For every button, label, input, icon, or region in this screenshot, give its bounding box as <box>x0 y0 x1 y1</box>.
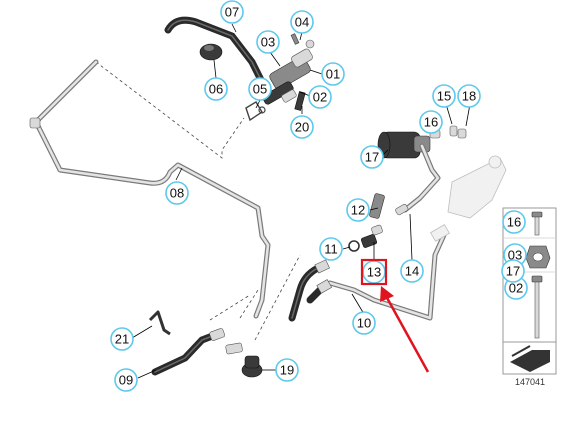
callout-06-label: 06 <box>209 82 223 97</box>
callout-10-label: 10 <box>357 316 371 331</box>
master-cylinder <box>262 33 315 105</box>
callout-07[interactable]: 07 <box>220 0 244 24</box>
legend-callout-02-label: 02 <box>509 281 523 296</box>
callout-02-label: 02 <box>313 90 327 105</box>
hose-09 <box>151 328 243 376</box>
callout-14[interactable]: 14 <box>400 259 424 283</box>
reservoir-hose-07 <box>164 16 266 86</box>
callout-13[interactable]: 13 <box>362 260 386 284</box>
callout-13-label: 13 <box>367 265 381 280</box>
callout-03[interactable]: 03 <box>256 30 280 54</box>
callout-15-label: 15 <box>437 89 451 104</box>
legend-callout-16-label: 16 <box>507 215 521 230</box>
legend-callout-17[interactable]: 17 <box>501 259 525 283</box>
bracket-20 <box>294 91 306 111</box>
callout-15[interactable]: 15 <box>432 84 456 108</box>
callout-18[interactable]: 18 <box>457 84 481 108</box>
callout-08[interactable]: 08 <box>165 181 189 205</box>
callout-09-label: 09 <box>119 373 133 388</box>
callout-17[interactable]: 17 <box>360 145 384 169</box>
callout-05-label: 05 <box>253 82 267 97</box>
callout-16[interactable]: 16 <box>419 110 443 134</box>
callout-20-label: 20 <box>295 120 309 135</box>
callout-12[interactable]: 12 <box>346 198 370 222</box>
callout-01-label: 01 <box>326 67 340 82</box>
pipe-end-fitting <box>29 117 41 129</box>
callout-07-label: 07 <box>225 5 239 20</box>
clip-05 <box>245 101 266 122</box>
callout-14-label: 14 <box>405 264 419 279</box>
callout-20[interactable]: 20 <box>290 115 314 139</box>
transmission-ghost <box>430 155 507 242</box>
callout-19-label: 19 <box>280 363 294 378</box>
legend-callout-02[interactable]: 02 <box>504 276 528 300</box>
callout-01[interactable]: 01 <box>321 62 345 86</box>
assembly-dash-lines <box>95 61 301 341</box>
callouts: 07 04 03 01 06 05 02 20 15 18 16 17 08 1… <box>110 0 481 392</box>
clip-21 <box>148 310 171 336</box>
image-number: 147041 <box>515 377 545 387</box>
callout-10[interactable]: 10 <box>352 311 376 335</box>
callout-11-label: 11 <box>324 242 338 257</box>
flexible-hose <box>288 259 333 322</box>
reservoir-cap-06 <box>199 43 223 61</box>
legend-callout-03-label: 03 <box>508 248 522 263</box>
callout-09[interactable]: 09 <box>114 368 138 392</box>
callout-04-label: 04 <box>295 15 309 30</box>
callout-08-label: 08 <box>170 186 184 201</box>
callout-21[interactable]: 21 <box>110 327 134 351</box>
callout-17-label: 17 <box>365 150 379 165</box>
fittings-cluster <box>348 193 409 252</box>
callout-12-label: 12 <box>351 203 365 218</box>
callout-18-label: 18 <box>462 89 476 104</box>
highlight-box <box>360 258 388 286</box>
highlight-marker <box>360 258 430 373</box>
callout-05[interactable]: 05 <box>248 77 272 101</box>
callout-21-label: 21 <box>115 332 129 347</box>
callout-11[interactable]: 11 <box>319 237 343 261</box>
callout-03-label: 03 <box>261 35 275 50</box>
highlight-arrow <box>384 295 430 373</box>
callout-16-label: 16 <box>424 115 438 130</box>
callout-19[interactable]: 19 <box>275 358 299 382</box>
highlight-arrowhead <box>380 286 394 302</box>
clutch-pipe-10 <box>327 232 447 321</box>
callout-04[interactable]: 04 <box>290 10 314 34</box>
callout-06[interactable]: 06 <box>204 77 228 101</box>
legend-callout-17-label: 17 <box>506 264 520 279</box>
legend-callout-16[interactable]: 16 <box>502 210 526 234</box>
clutch-pipe-08 <box>29 59 271 319</box>
callout-02[interactable]: 02 <box>308 85 332 109</box>
grommet-19 <box>241 355 263 378</box>
side-legend-panel: 16 03 02 17 <box>501 207 557 375</box>
